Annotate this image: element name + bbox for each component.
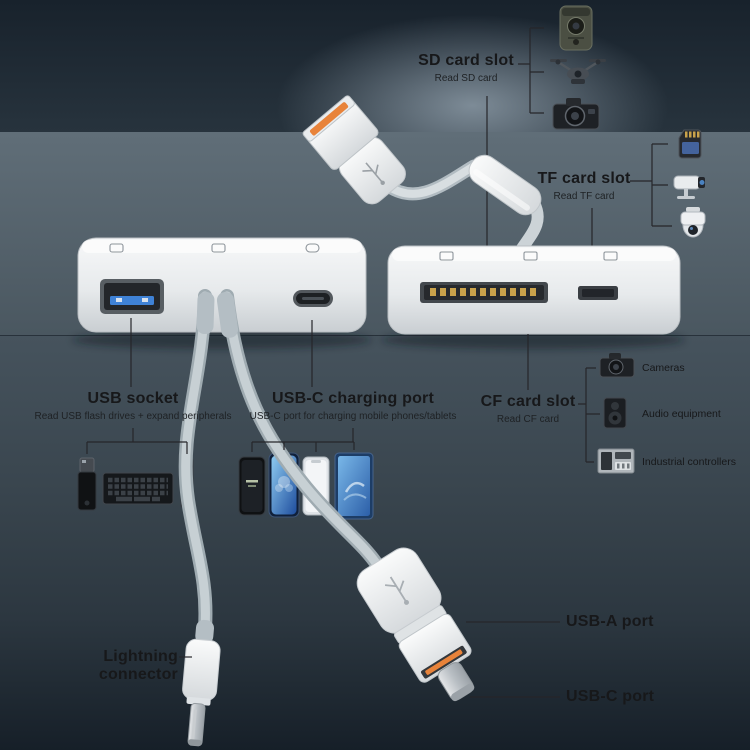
sd-cf-slot [420, 282, 548, 303]
callout-lines [86, 27, 672, 698]
strain-relief-left [196, 292, 215, 335]
usb-trident-icon [362, 162, 385, 186]
camera-small-icon [598, 350, 636, 380]
printed-slot-icons [439, 251, 618, 261]
speaker-icon [602, 396, 628, 430]
dslr-camera-icon [550, 94, 602, 132]
cctv-camera-icon [672, 168, 710, 202]
ferrite-bead [468, 154, 542, 216]
tablet-icon [334, 452, 374, 520]
multiport-adapter [77, 237, 367, 333]
lightning-cable [178, 289, 213, 635]
usb-a-connector-top [302, 95, 406, 205]
card-reader-adapter [387, 245, 681, 335]
usb-trident-icon [384, 576, 409, 605]
usb-connector-bottom [356, 547, 475, 702]
usb-flash-drive-icon [74, 456, 100, 514]
adapter-shadow [72, 331, 372, 349]
ptz-camera-icon [676, 206, 710, 246]
usb-cable [220, 289, 385, 573]
strain-relief-right [216, 292, 239, 338]
background-top-band [0, 0, 750, 132]
micro-sd-card-icon [674, 128, 706, 160]
usb-c-socket [293, 290, 333, 307]
keyboard-icon [102, 466, 174, 508]
smartphone-dark-icon [238, 456, 266, 516]
usb-a-tongue [425, 649, 463, 675]
printed-port-icons [109, 243, 320, 253]
plc-controller-icon [596, 446, 636, 476]
trail-camera-icon [548, 4, 604, 52]
reader-shadow [381, 331, 685, 349]
drone-icon [548, 54, 608, 90]
tf-slot [578, 286, 618, 300]
lightning-connector [182, 619, 221, 747]
usb-a-socket [100, 279, 164, 314]
